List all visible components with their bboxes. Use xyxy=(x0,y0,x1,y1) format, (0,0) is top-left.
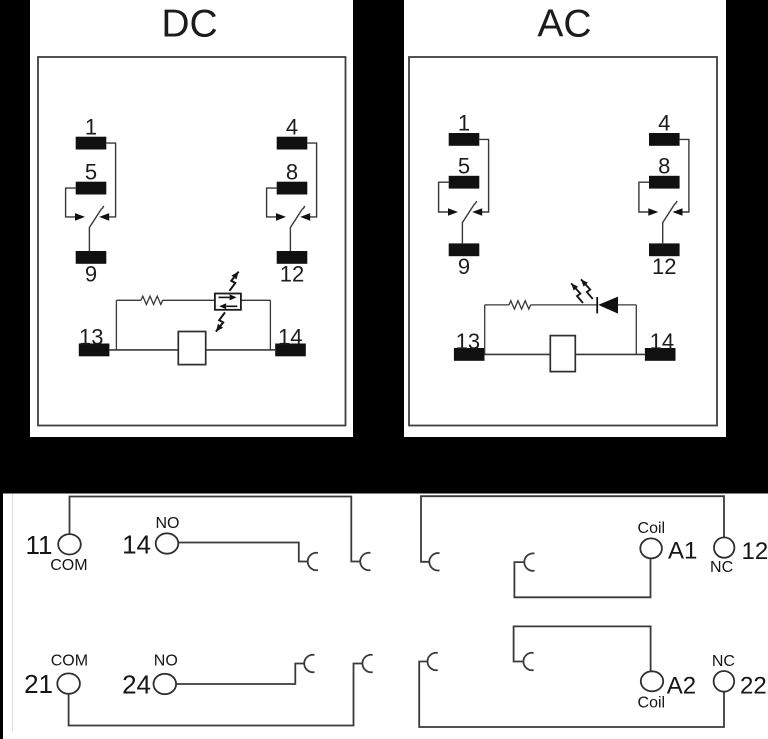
svg-text:5: 5 xyxy=(458,154,470,179)
svg-text:24: 24 xyxy=(122,669,151,699)
svg-text:9: 9 xyxy=(458,254,470,279)
svg-text:8: 8 xyxy=(286,159,298,184)
svg-text:12: 12 xyxy=(280,262,304,287)
svg-text:11: 11 xyxy=(26,530,53,560)
svg-text:NC: NC xyxy=(710,559,733,576)
svg-text:9: 9 xyxy=(85,262,97,287)
svg-text:A2: A2 xyxy=(667,672,696,699)
svg-text:DC: DC xyxy=(161,3,217,46)
svg-text:22: 22 xyxy=(740,673,767,700)
svg-text:14: 14 xyxy=(650,329,674,354)
svg-text:14: 14 xyxy=(122,529,151,559)
svg-text:4: 4 xyxy=(286,114,298,139)
svg-text:NO: NO xyxy=(156,515,180,532)
svg-text:21: 21 xyxy=(24,669,53,699)
svg-text:AC: AC xyxy=(537,3,591,46)
svg-text:1: 1 xyxy=(458,111,470,136)
svg-text:12: 12 xyxy=(652,254,676,279)
svg-text:5: 5 xyxy=(85,159,97,184)
svg-text:A1: A1 xyxy=(668,537,697,564)
svg-text:13: 13 xyxy=(456,329,480,354)
svg-text:4: 4 xyxy=(658,111,670,136)
svg-text:12: 12 xyxy=(742,538,768,565)
svg-text:Coil: Coil xyxy=(638,520,666,537)
svg-text:14: 14 xyxy=(278,324,302,349)
svg-text:COM: COM xyxy=(51,653,88,670)
svg-text:8: 8 xyxy=(658,154,670,179)
svg-text:NO: NO xyxy=(154,653,178,670)
svg-text:NC: NC xyxy=(712,653,735,670)
svg-text:COM: COM xyxy=(50,557,87,574)
svg-text:1: 1 xyxy=(85,114,97,139)
svg-text:13: 13 xyxy=(79,324,103,349)
svg-text:Coil: Coil xyxy=(638,695,666,712)
